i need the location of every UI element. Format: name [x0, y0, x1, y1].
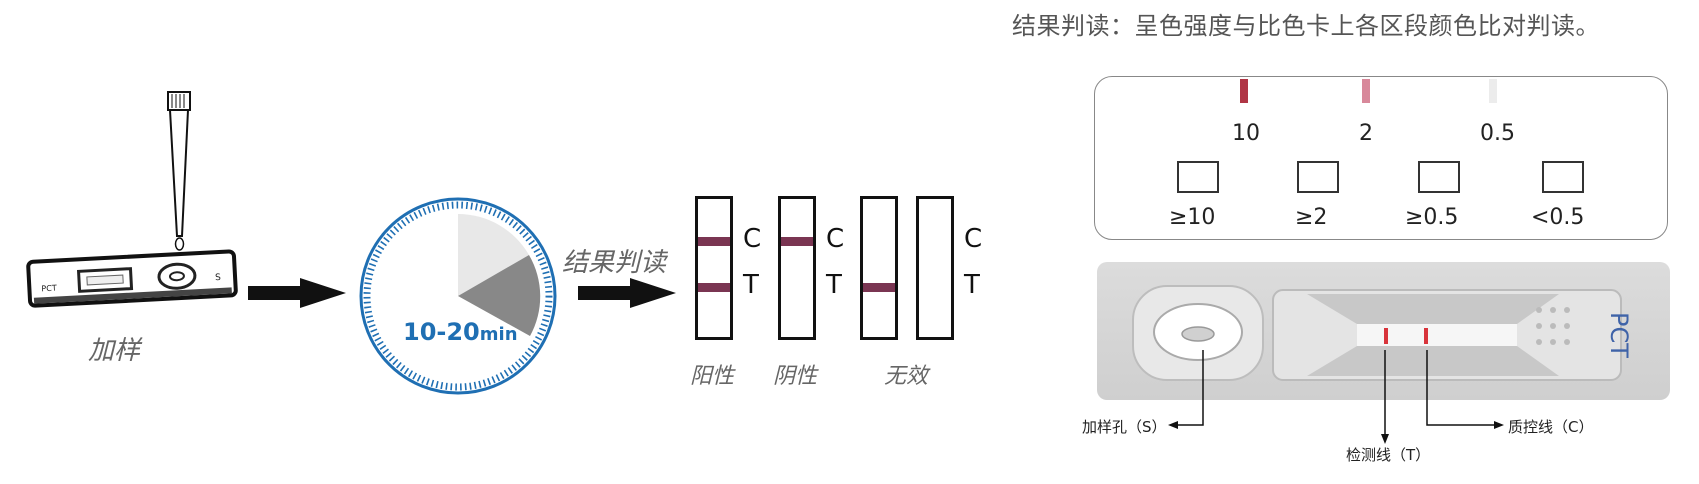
test-card-icon: PCT S — [26, 249, 238, 308]
strip-negative — [778, 196, 816, 340]
result-read-label: 结果判读 — [562, 248, 667, 278]
dot-grid-icon — [1536, 307, 1570, 345]
control-band — [781, 237, 813, 246]
test-cassette: PCT — [1097, 262, 1670, 400]
t-letter: T — [964, 270, 980, 300]
ref-line-10 — [1240, 79, 1248, 103]
callout-lines — [1168, 350, 1504, 444]
range-checkbox[interactable] — [1297, 161, 1339, 193]
ref-value: 0.5 — [1480, 121, 1515, 146]
callout-control-line: 质控线（C） — [1508, 418, 1594, 436]
c-letter: C — [743, 224, 762, 254]
range-checkbox[interactable] — [1177, 161, 1219, 193]
cassette-test-line — [1384, 328, 1388, 344]
range-label: ≥0.5 — [1405, 205, 1459, 230]
ref-line-2 — [1362, 79, 1370, 103]
range-checkbox[interactable] — [1542, 161, 1584, 193]
svg-text:PCT: PCT — [41, 284, 57, 294]
timer-value: 10-20 — [403, 318, 480, 346]
pipette-icon — [167, 91, 191, 251]
svg-text:S: S — [215, 273, 222, 283]
timer-unit: min — [479, 324, 518, 345]
label-invalid: 无效 — [884, 364, 929, 389]
timer-icon — [359, 197, 557, 395]
cassette-control-line — [1424, 328, 1428, 344]
color-card: 10 2 0.5 ≥10 ≥2 ≥0.5 <0.5 — [1094, 76, 1668, 240]
strip-invalid-2 — [916, 196, 954, 340]
ref-value: 10 — [1232, 121, 1260, 146]
strip-invalid-1 — [860, 196, 898, 340]
t-letter: T — [743, 270, 759, 300]
timer-duration: 10-20min — [403, 318, 518, 346]
c-letter: C — [826, 224, 845, 254]
range-checkbox[interactable] — [1418, 161, 1460, 193]
arrow-right-icon — [248, 278, 346, 308]
t-letter: T — [826, 270, 842, 300]
cassette-illustration: PCT — [1132, 285, 1633, 381]
range-label: <0.5 — [1531, 205, 1585, 230]
range-label: ≥10 — [1169, 205, 1216, 230]
ref-value: 2 — [1359, 121, 1373, 146]
test-band — [863, 283, 895, 292]
add-sample-label: 加样 — [88, 336, 141, 366]
instruction-title: 结果判读：呈色强度与比色卡上各区段颜色比对判读。 — [1012, 12, 1600, 40]
range-label: ≥2 — [1295, 205, 1328, 230]
arrow-right-icon — [578, 278, 676, 308]
test-band — [698, 283, 730, 292]
callout-sample-hole: 加样孔（S） — [1082, 418, 1167, 436]
callout-test-line: 检测线（T） — [1346, 446, 1431, 464]
control-band — [698, 237, 730, 246]
ref-line-0-5 — [1489, 79, 1497, 103]
pipette-card-illustration: PCT S — [26, 91, 238, 308]
cassette-brand: PCT — [1605, 312, 1633, 358]
strip-positive — [695, 196, 733, 340]
label-negative: 阴性 — [773, 364, 818, 389]
label-positive: 阳性 — [690, 364, 735, 389]
c-letter: C — [964, 224, 983, 254]
